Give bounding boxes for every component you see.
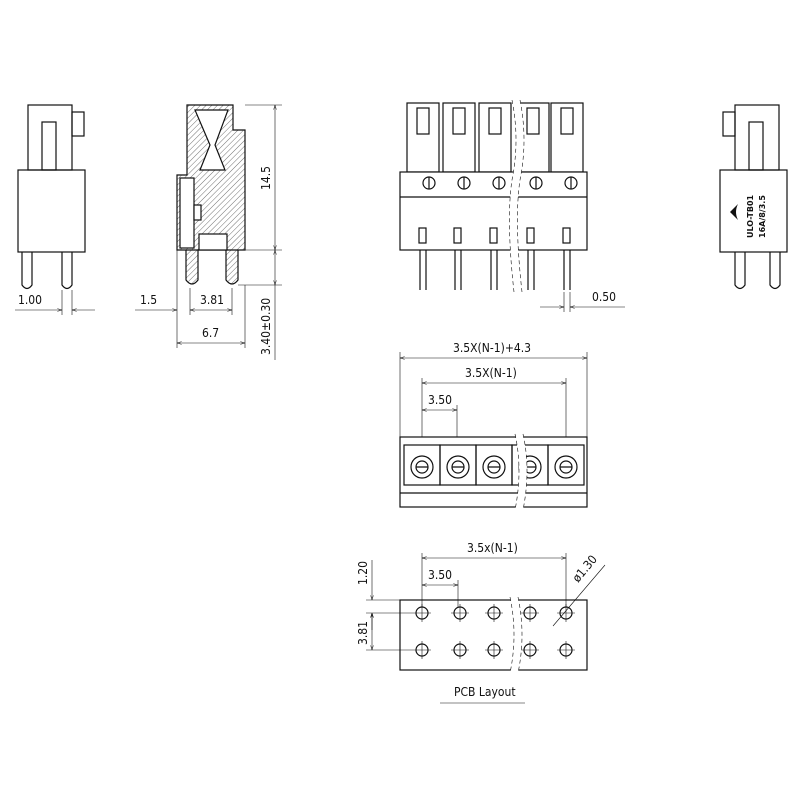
top-view: 3.5X(N-1)+4.3 3.5X(N-1) 3.50 — [399, 341, 588, 511]
dim-pin-width-label: 0.50 — [592, 290, 616, 304]
product-label-rating: 16A/8/3.5 — [758, 195, 767, 238]
dim-pin-length-label: 3.40±0.30 — [259, 298, 273, 355]
pcb-layout: 3.5x(N-1) 3.50 ø1.30 1.20 3.81 PCB Layou… — [356, 541, 606, 704]
dim-width-label: 6.7 — [202, 326, 219, 340]
dim-offset-label: 1.5 — [140, 293, 157, 307]
side-view-right: ULO-TB01 16A/8/3.5 — [719, 104, 788, 290]
product-label-model: ULO-TB01 — [746, 194, 755, 238]
front-view: 0.50 — [399, 99, 625, 312]
pcb-layout-title: PCB Layout — [454, 685, 516, 699]
pcb-dim-span-label: 3.5x(N-1) — [467, 541, 518, 555]
pcb-dim-hole-label: ø1.30 — [570, 552, 601, 585]
dim-pitch-label: 3.81 — [200, 293, 224, 307]
pcb-dim-edge-label: 1.20 — [356, 561, 370, 585]
dim-height-label: 14.5 — [259, 166, 273, 190]
pcb-dim-pitch-label: 3.50 — [428, 568, 452, 582]
dim-pin-label: 1.00 — [18, 293, 42, 307]
side-view-left: 1.00 — [15, 104, 95, 315]
pcb-dim-row-label: 3.81 — [356, 621, 370, 645]
dim-span-label: 3.5X(N-1) — [465, 366, 517, 380]
dim-total-label: 3.5X(N-1)+4.3 — [453, 341, 531, 355]
brand-logo-icon — [730, 204, 738, 220]
section-view: 14.5 3.40±0.30 1.5 3.81 6.7 — [135, 104, 282, 360]
dim-pitch-label: 3.50 — [428, 393, 452, 407]
